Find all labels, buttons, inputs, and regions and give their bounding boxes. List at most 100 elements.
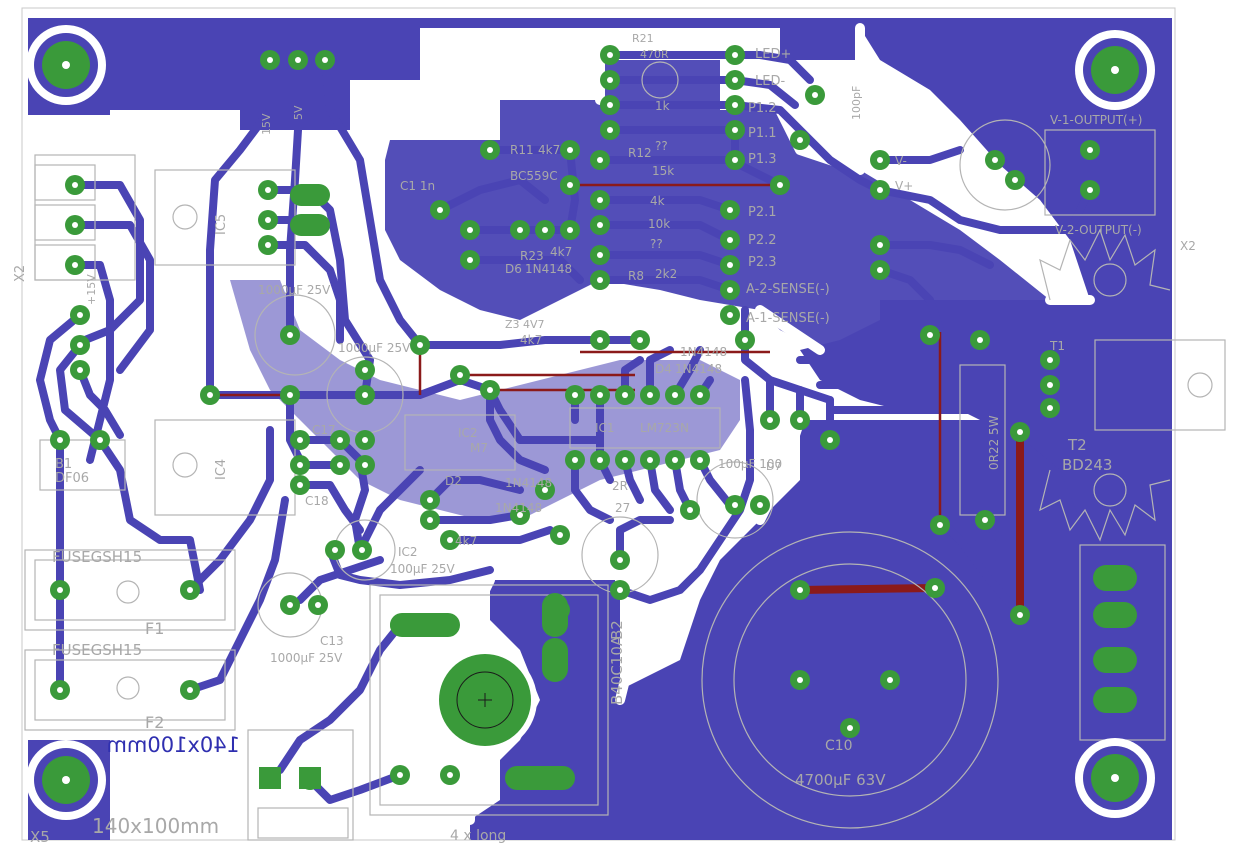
pad-drill — [992, 157, 998, 163]
oblong-pad — [1093, 647, 1137, 673]
r22-value: 4k7 — [520, 333, 542, 347]
f2-label: F2 — [145, 713, 164, 732]
pad-drill — [297, 482, 303, 488]
pad-drill — [727, 312, 733, 318]
ic1-label: IC1 — [595, 421, 615, 435]
r8-label: R8 — [628, 269, 644, 283]
square-pad — [299, 767, 321, 789]
pad-drill — [267, 57, 273, 63]
ic1-type: LM723N — [640, 421, 689, 435]
r12-label: R12 — [628, 146, 652, 160]
size-label: 140x100mm — [92, 814, 219, 838]
pad-drill — [877, 187, 883, 193]
pad-drill — [517, 512, 523, 518]
oblong-pad — [290, 184, 330, 206]
pad-drill — [332, 547, 338, 553]
length-label: 4 x long — [450, 828, 506, 844]
pad-drill — [877, 267, 883, 273]
r-1k-value: 1k — [655, 99, 670, 113]
pad-drill — [732, 157, 738, 163]
pad-drill — [607, 77, 613, 83]
pad-drill — [72, 262, 78, 268]
pad-drill — [337, 437, 343, 443]
r13-value: 15k — [652, 164, 674, 178]
pad-drill — [597, 197, 603, 203]
t2-type: BD243 — [1062, 456, 1112, 474]
pad-drill — [607, 127, 613, 133]
pad-drill — [362, 367, 368, 373]
pad-drill — [607, 52, 613, 58]
r5-value: 4k — [650, 194, 665, 208]
d4-label: D4 — [655, 362, 672, 376]
pad-drill — [672, 457, 678, 463]
pad-drill — [567, 182, 573, 188]
pad-drill — [542, 487, 548, 493]
pad-drill — [1087, 187, 1093, 193]
pad-drill — [72, 182, 78, 188]
c17-label: C17 — [312, 423, 336, 437]
rx-value: 4k7 — [455, 534, 477, 548]
f1-label: F1 — [145, 619, 164, 638]
pad-drill — [467, 257, 473, 263]
pad-drill — [727, 262, 733, 268]
bridge-center-pad — [433, 648, 537, 752]
pad-drill — [315, 602, 321, 608]
pad-drill — [797, 677, 803, 683]
oblong-pad — [505, 766, 575, 790]
pad-drill — [672, 392, 678, 398]
pad-drill — [597, 277, 603, 283]
mount-hole-br — [1075, 738, 1155, 818]
pad-drill — [932, 585, 938, 591]
r21-label: R21 — [632, 32, 654, 45]
vpos-label: +15V — [85, 274, 98, 305]
d6-label: D6 — [505, 262, 522, 276]
output1-label: V-1-OUTPUT(+) — [1050, 113, 1142, 127]
pad-drill — [207, 392, 213, 398]
fuse1-label: FUSEGSH15 — [52, 548, 142, 566]
v15-label: 15V — [260, 113, 273, 135]
r9-value: ?? — [650, 237, 663, 251]
pad-drill — [732, 127, 738, 133]
pad-drill — [265, 217, 271, 223]
p1-3-label: P1.3 — [748, 152, 777, 167]
pad-drill — [732, 52, 738, 58]
c13-label: C13 — [320, 634, 344, 648]
ic2-sub: M7 — [470, 441, 488, 455]
r23-value: 4k7 — [550, 245, 572, 259]
pad-drill — [557, 532, 563, 538]
x2-label: X2 — [13, 265, 28, 282]
pad-drill — [647, 457, 653, 463]
pad-drill — [1017, 612, 1023, 618]
pad-drill — [359, 547, 365, 553]
pad-drill — [877, 157, 883, 163]
pad-drill — [427, 497, 433, 503]
pad-drill — [362, 437, 368, 443]
r11-label: R11 — [510, 143, 534, 157]
pad-drill — [1017, 429, 1023, 435]
pad-drill — [812, 92, 818, 98]
pad-drill — [597, 337, 603, 343]
c100-right-value: 100µF 100 — [718, 457, 782, 471]
mount-hole-bl — [26, 740, 106, 820]
pad-drill — [265, 242, 271, 248]
pad-drill — [1047, 357, 1053, 363]
pad-drill — [542, 227, 548, 233]
t1-label: T1 — [1049, 339, 1065, 353]
x5-label: X5 — [30, 828, 50, 845]
pad-drill — [287, 392, 293, 398]
output2-label: V-2-OUTPUT(-) — [1055, 223, 1142, 237]
vplus-label: V+ — [895, 179, 913, 193]
pad-drill — [797, 137, 803, 143]
pad-drill — [847, 725, 853, 731]
b2-type: B40C10A — [608, 635, 626, 705]
oblong-pad — [290, 214, 330, 236]
d2-label: D2 — [445, 474, 462, 488]
pad-drill — [417, 342, 423, 348]
d4-type: 1N4148 — [675, 362, 722, 376]
pad-drill — [362, 462, 368, 468]
vminus-label: V- — [895, 154, 907, 168]
pad-drill — [297, 437, 303, 443]
oblong-pad — [542, 638, 568, 682]
pad-drill — [467, 227, 473, 233]
c10-label: C10 — [825, 738, 853, 754]
